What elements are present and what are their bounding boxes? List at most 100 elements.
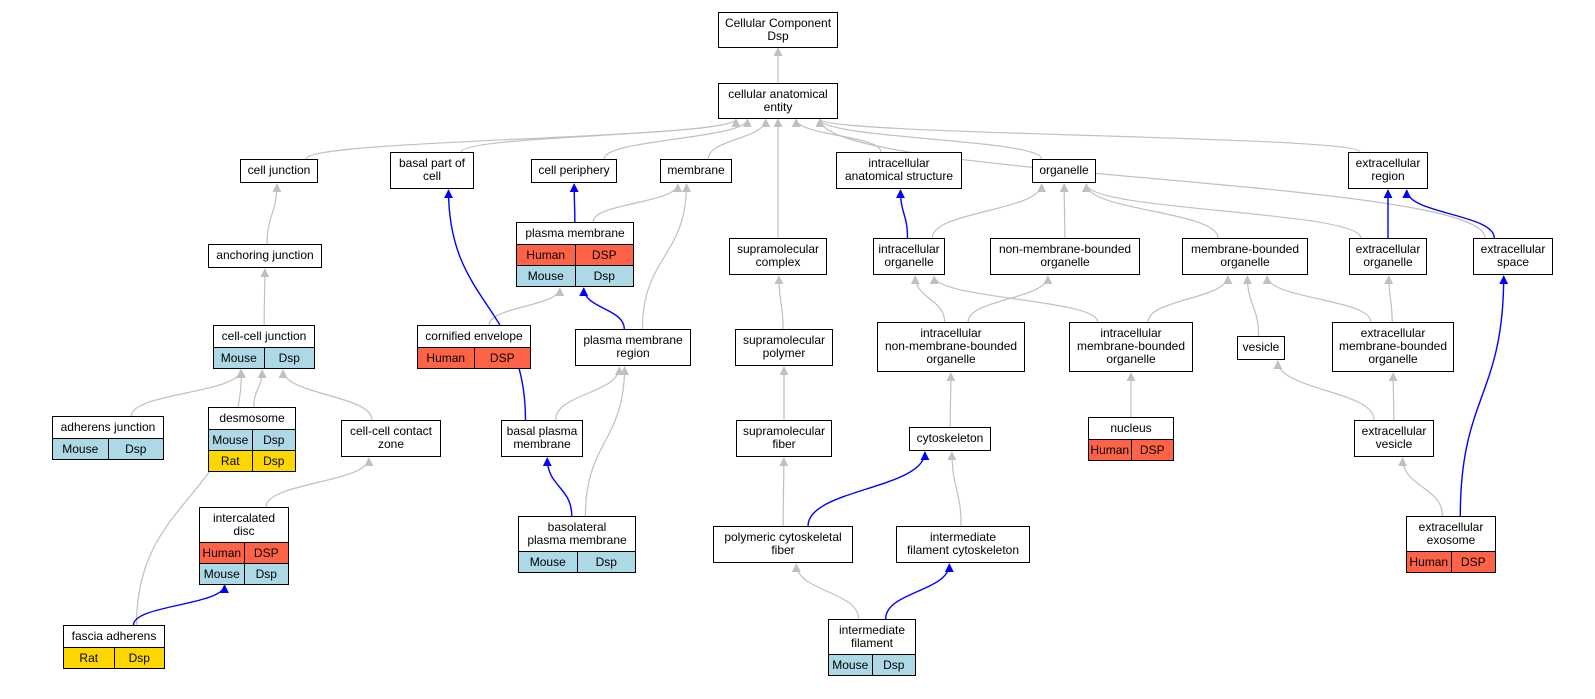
go-term-label-line: Dsp <box>767 29 789 43</box>
edge-adherens-to-cc-junction <box>130 369 246 417</box>
go-term-label: vesicle <box>1238 337 1284 358</box>
edge-plasma-membrane-to-cell-periphery <box>569 183 579 223</box>
go-term-label: adherens junction <box>53 417 163 438</box>
go-term-label-line: space <box>1496 255 1530 269</box>
edge-ec-region-to-cae <box>815 118 1361 153</box>
go-term-label-line: cell-cell contact <box>349 424 433 438</box>
gene-cell: Dsp <box>113 648 165 668</box>
go-term-label-line: disc <box>233 524 255 538</box>
go-term-organelle[interactable]: organelle <box>1032 159 1096 183</box>
go-term-anch-junction[interactable]: anchoring junction <box>208 244 322 268</box>
edge-ec-mb-organelle-to-mb-organelle <box>1262 275 1372 323</box>
edge-desmosome-to-cc-junction <box>253 369 267 408</box>
edge-organelle-to-cae <box>815 118 1043 160</box>
edge-ec-space-to-ec-region <box>1402 189 1495 239</box>
edge-cell-periphery-to-cae <box>603 118 752 160</box>
go-term-label: cell-cell junction <box>214 326 314 347</box>
go-term-vesicle[interactable]: vesicle <box>1237 336 1285 360</box>
go-term-label-line: non-membrane-bounded <box>884 339 1018 353</box>
go-term-label-line: nucleus <box>1110 421 1152 435</box>
go-term-label-line: adherens junction <box>60 420 156 434</box>
species-cell: Human <box>526 248 566 262</box>
go-term-label-line: intracellular <box>920 326 982 340</box>
go-term-label-line: plasma membrane <box>527 533 627 547</box>
edge-pm-region-to-membrane <box>641 183 692 330</box>
go-term-label-line: polymeric cytoskeletal <box>724 530 842 544</box>
go-term-label-line: vesicle <box>1242 340 1280 354</box>
gene-cell: Dsp <box>243 564 289 584</box>
go-term-label-line: organelle <box>1040 255 1090 269</box>
edge-ic-organelle-to-ias <box>896 189 909 239</box>
go-term-label: fascia adherens <box>64 626 164 647</box>
gene-cell: DSP <box>243 543 289 563</box>
edge-cytoskeleton-to-ic-nmb-organelle <box>946 372 956 428</box>
go-term-label-line: organelle <box>1039 163 1089 177</box>
go-term-label-line: filament <box>850 636 894 650</box>
go-term-label-line: organelle <box>1220 255 1270 269</box>
go-term-membrane[interactable]: membrane <box>660 159 732 183</box>
edge-if-to-if-cyto <box>884 563 954 620</box>
species-cell: Rat <box>79 651 99 665</box>
edge-nmb-organelle-to-organelle <box>1059 183 1069 239</box>
go-term-cell-periphery[interactable]: cell periphery <box>531 159 617 183</box>
edge-ec-space-to-cae <box>815 118 1486 239</box>
go-term-cell-junction[interactable]: cell junction <box>240 159 318 183</box>
edge-poly-cyto-to-supra-fiber <box>779 457 789 527</box>
species-cell: Mouse <box>212 433 249 447</box>
species-cell: Human <box>202 546 242 560</box>
go-term-cytoskeleton[interactable]: cytoskeleton <box>909 427 991 451</box>
species-cell: Mouse <box>220 351 257 365</box>
edge-if-to-poly-cyto <box>791 563 860 620</box>
gene-cell: Dsp <box>251 430 296 450</box>
edge-exosome-to-ec-vesicle <box>1398 457 1444 517</box>
go-term-label-line: anchoring junction <box>216 248 314 262</box>
go-term-label-line: organelle <box>1368 352 1418 366</box>
edge-supra-polymer-to-supra-complex <box>774 275 784 330</box>
go-term-label-line: cornified envelope <box>425 329 523 343</box>
go-term-label-line: zone <box>377 437 405 451</box>
